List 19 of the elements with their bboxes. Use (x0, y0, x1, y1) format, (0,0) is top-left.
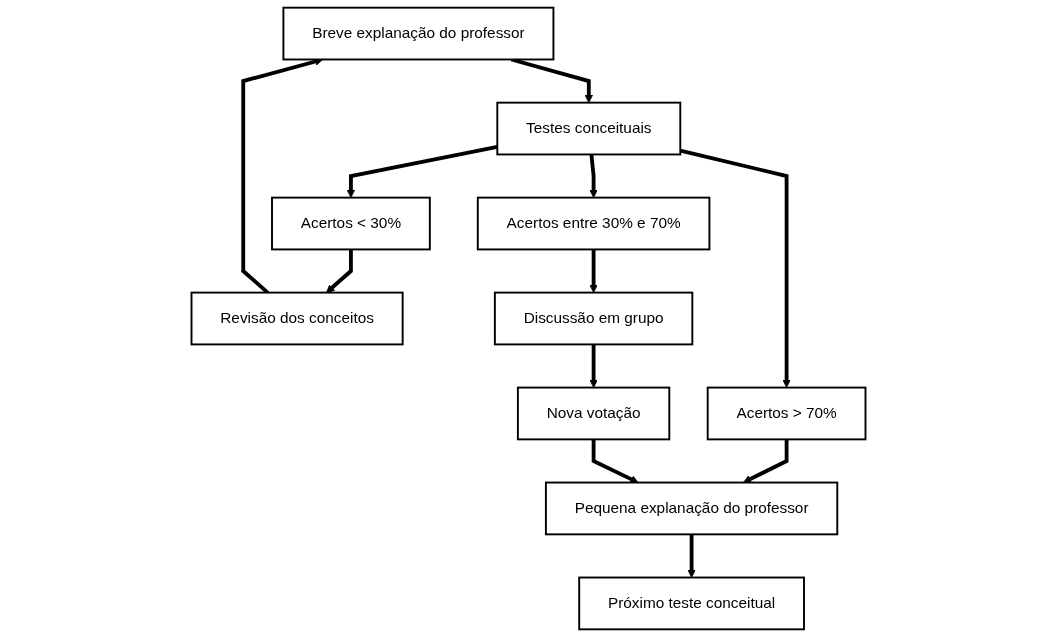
node-box: Breve explanação do professor (282, 6, 555, 61)
node-box: Pequena explanação do professor (544, 481, 839, 536)
arrow (591, 439, 639, 484)
arrow (679, 148, 791, 388)
node-box: Revisão dos conceitos (190, 291, 404, 346)
node-box: Testes conceituais (496, 101, 682, 156)
node-box: Acertos < 30% (271, 196, 431, 251)
arrow (589, 249, 598, 293)
node-box: Nova votação (516, 386, 671, 441)
arrow (589, 344, 598, 388)
node-box: Discussão em grupo (493, 291, 694, 346)
node-box: Acertos entre 30% e 70% (476, 196, 711, 251)
arrow (743, 439, 789, 483)
arrow (326, 249, 353, 293)
arrow (589, 154, 598, 198)
node-box: Próximo teste conceitual (578, 576, 805, 631)
arrow (687, 534, 696, 578)
node-box: Acertos > 70% (706, 386, 867, 441)
arrow (346, 144, 498, 198)
